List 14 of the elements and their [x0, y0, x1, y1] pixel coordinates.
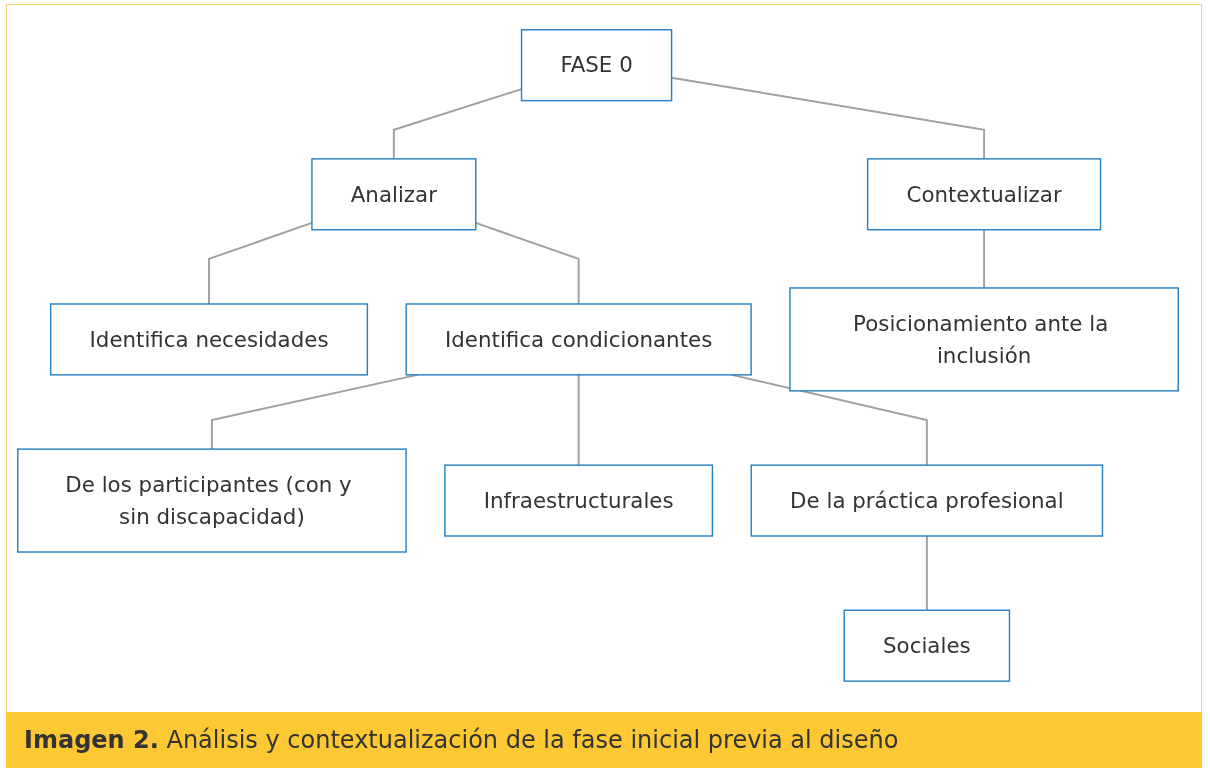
connector: [983, 228, 986, 289]
node-box: FASE 0: [520, 28, 673, 101]
node-box: Identifica condicionantes: [405, 302, 752, 376]
node-box: Identifica necesidades: [50, 302, 369, 376]
node-box: Sociales: [843, 609, 1011, 682]
connector: [577, 373, 580, 466]
node-box: Contextualizar: [866, 157, 1102, 230]
caption: Imagen 2. Análisis y contextualización de la fase inicial previa al diseño: [6, 712, 1202, 768]
node-box: Posicionamiento ante la inclusión: [789, 286, 1179, 392]
node-box: De los participantes (con y sin discapacidad): [17, 447, 407, 553]
node-box: Analizar: [311, 157, 477, 230]
node-box: De la práctica profesional: [750, 463, 1104, 537]
node-box: Infraestructurales: [444, 463, 714, 537]
connector: [925, 534, 928, 611]
